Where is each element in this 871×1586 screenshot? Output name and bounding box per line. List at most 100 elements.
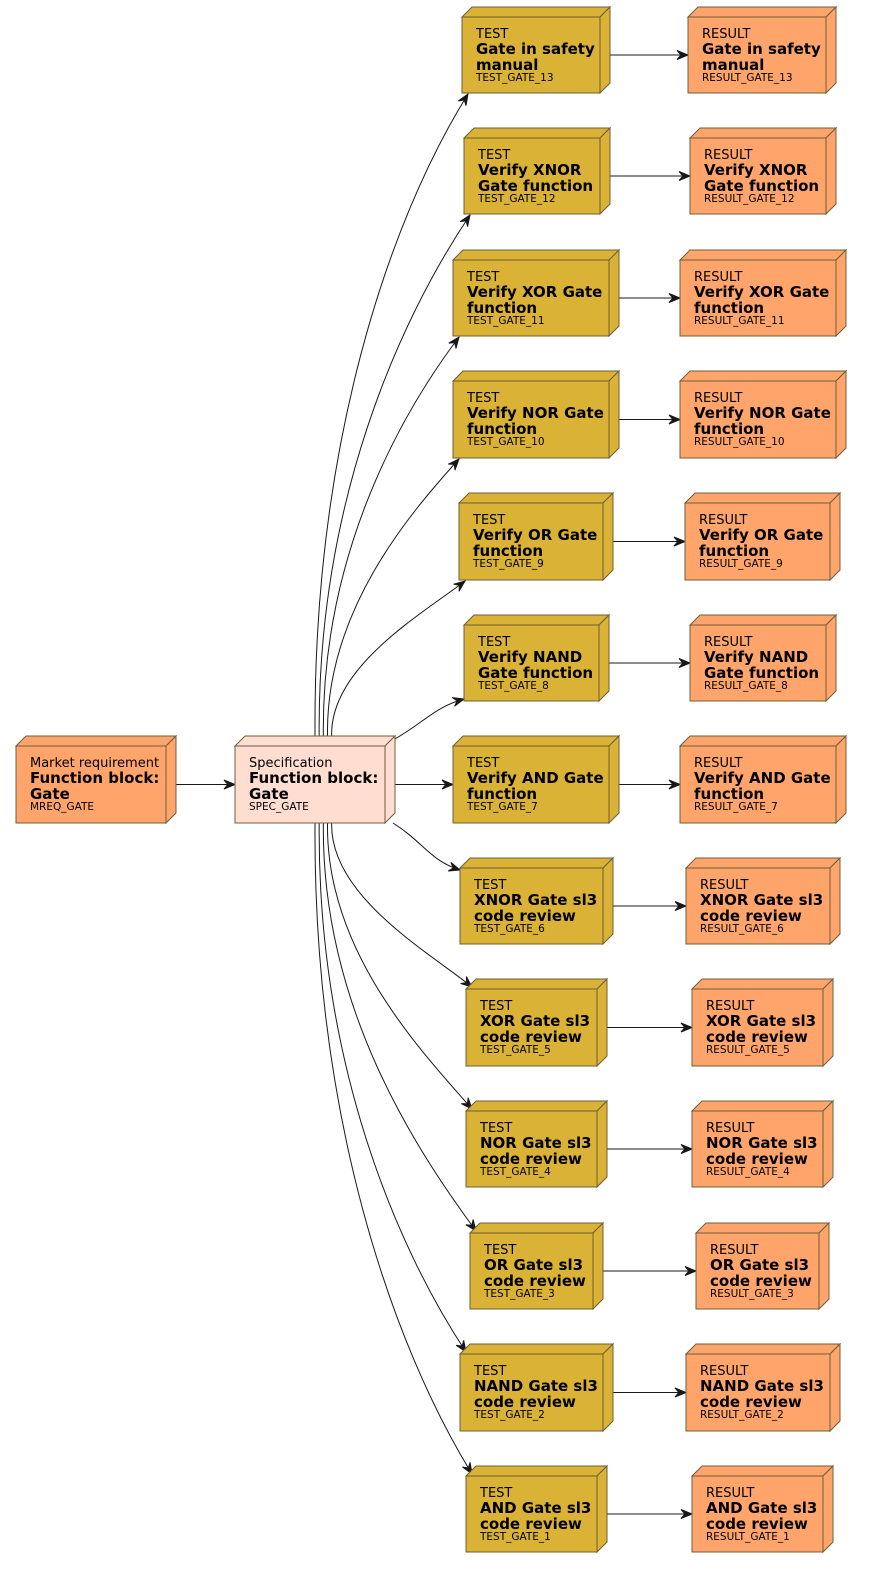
node-stereotype: TEST	[473, 1364, 506, 1379]
node-title-line: code review	[480, 1515, 582, 1533]
edge-line	[318, 214, 471, 737]
node-title-line: Gate function	[704, 177, 819, 195]
edge-line	[322, 822, 477, 1232]
node-stereotype: RESULT	[694, 270, 742, 285]
node-side-face	[822, 1099, 834, 1189]
node-stereotype: RESULT	[706, 1121, 754, 1136]
node-side-face	[599, 5, 611, 95]
node-stereotype: TEST	[477, 148, 510, 163]
edge-spec-gate-to-test-gate-10	[326, 458, 460, 737]
node-id-label: SPEC_GATE	[249, 801, 309, 813]
node-id-label: RESULT_GATE_3	[710, 1288, 794, 1300]
node-title-line: XNOR Gate sl3	[474, 891, 597, 909]
edge-test-gate-2-to-result-gate-2	[603, 1387, 688, 1398]
node-id-label: RESULT_GATE_1	[706, 1531, 790, 1543]
node-stereotype: RESULT	[700, 1364, 748, 1379]
node-side-face	[822, 977, 834, 1068]
node-title-line: Function block:	[30, 769, 159, 787]
node-title-line: function	[467, 785, 537, 803]
edge-line	[314, 93, 469, 737]
node-id-label: RESULT_GATE_9	[699, 558, 783, 570]
node-front-face	[452, 380, 610, 459]
node-title-line: function	[467, 420, 537, 438]
node-id-label: TEST_GATE_8	[477, 680, 549, 692]
arrowhead-icon	[668, 293, 682, 303]
node-front-face	[689, 624, 827, 702]
node-front-face	[465, 1475, 598, 1553]
arrowhead-icon	[673, 536, 687, 547]
node-id-label: TEST_GATE_10	[466, 436, 545, 448]
node-title-line: manual	[476, 56, 538, 74]
edge-line	[322, 336, 460, 737]
node-title-line: Verify XNOR	[478, 161, 582, 179]
node-top-face	[233, 735, 397, 747]
node-title-line: Verify NAND	[704, 648, 808, 666]
node-title-line: Gate in safety	[702, 40, 821, 58]
node-front-face	[452, 745, 610, 824]
node-side-face	[596, 1464, 608, 1554]
arrowhead-icon	[441, 779, 455, 790]
node-title-line: Verify OR Gate	[699, 526, 823, 544]
node-id-label: RESULT_GATE_11	[694, 315, 785, 327]
node-side-face	[829, 856, 841, 946]
node-title-line: manual	[702, 56, 764, 74]
node-stereotype: TEST	[466, 391, 499, 406]
node-title-line: NOR Gate sl3	[480, 1134, 592, 1152]
node-id-label: TEST_GATE_7	[466, 801, 538, 813]
node-side-face	[829, 1342, 841, 1433]
node-top-face	[688, 127, 838, 139]
node-top-face	[458, 857, 615, 869]
arrowhead-icon	[680, 1144, 694, 1154]
node-top-face	[468, 1222, 605, 1234]
node-top-face	[464, 1465, 609, 1477]
edge-spec-gate-to-test-gate-7	[385, 779, 455, 790]
node-side-face	[596, 1099, 608, 1189]
node-side-face	[598, 613, 610, 703]
node-stereotype: TEST	[466, 270, 499, 285]
node-stereotype: RESULT	[694, 391, 742, 406]
arrowhead-icon	[465, 1219, 477, 1233]
node-id-label: RESULT_GATE_2	[700, 1409, 784, 1421]
node-title-line: code review	[484, 1272, 586, 1290]
node-title-line: Verify NOR Gate	[467, 404, 604, 422]
node-id-label: RESULT_GATE_7	[694, 801, 778, 813]
node-title-line: function	[467, 299, 537, 317]
edge-test-gate-10-to-result-gate-10	[609, 414, 682, 425]
node-side-face	[384, 734, 396, 825]
node-title-line: Gate function	[478, 177, 593, 195]
edge-spec-gate-to-test-gate-1	[314, 822, 473, 1476]
node-top-face	[690, 1465, 835, 1477]
arrowhead-icon	[453, 580, 467, 592]
node-front-face	[691, 1475, 824, 1553]
node-title-line: XOR Gate sl3	[480, 1012, 590, 1030]
node-id-label: TEST_GATE_13	[475, 72, 554, 84]
